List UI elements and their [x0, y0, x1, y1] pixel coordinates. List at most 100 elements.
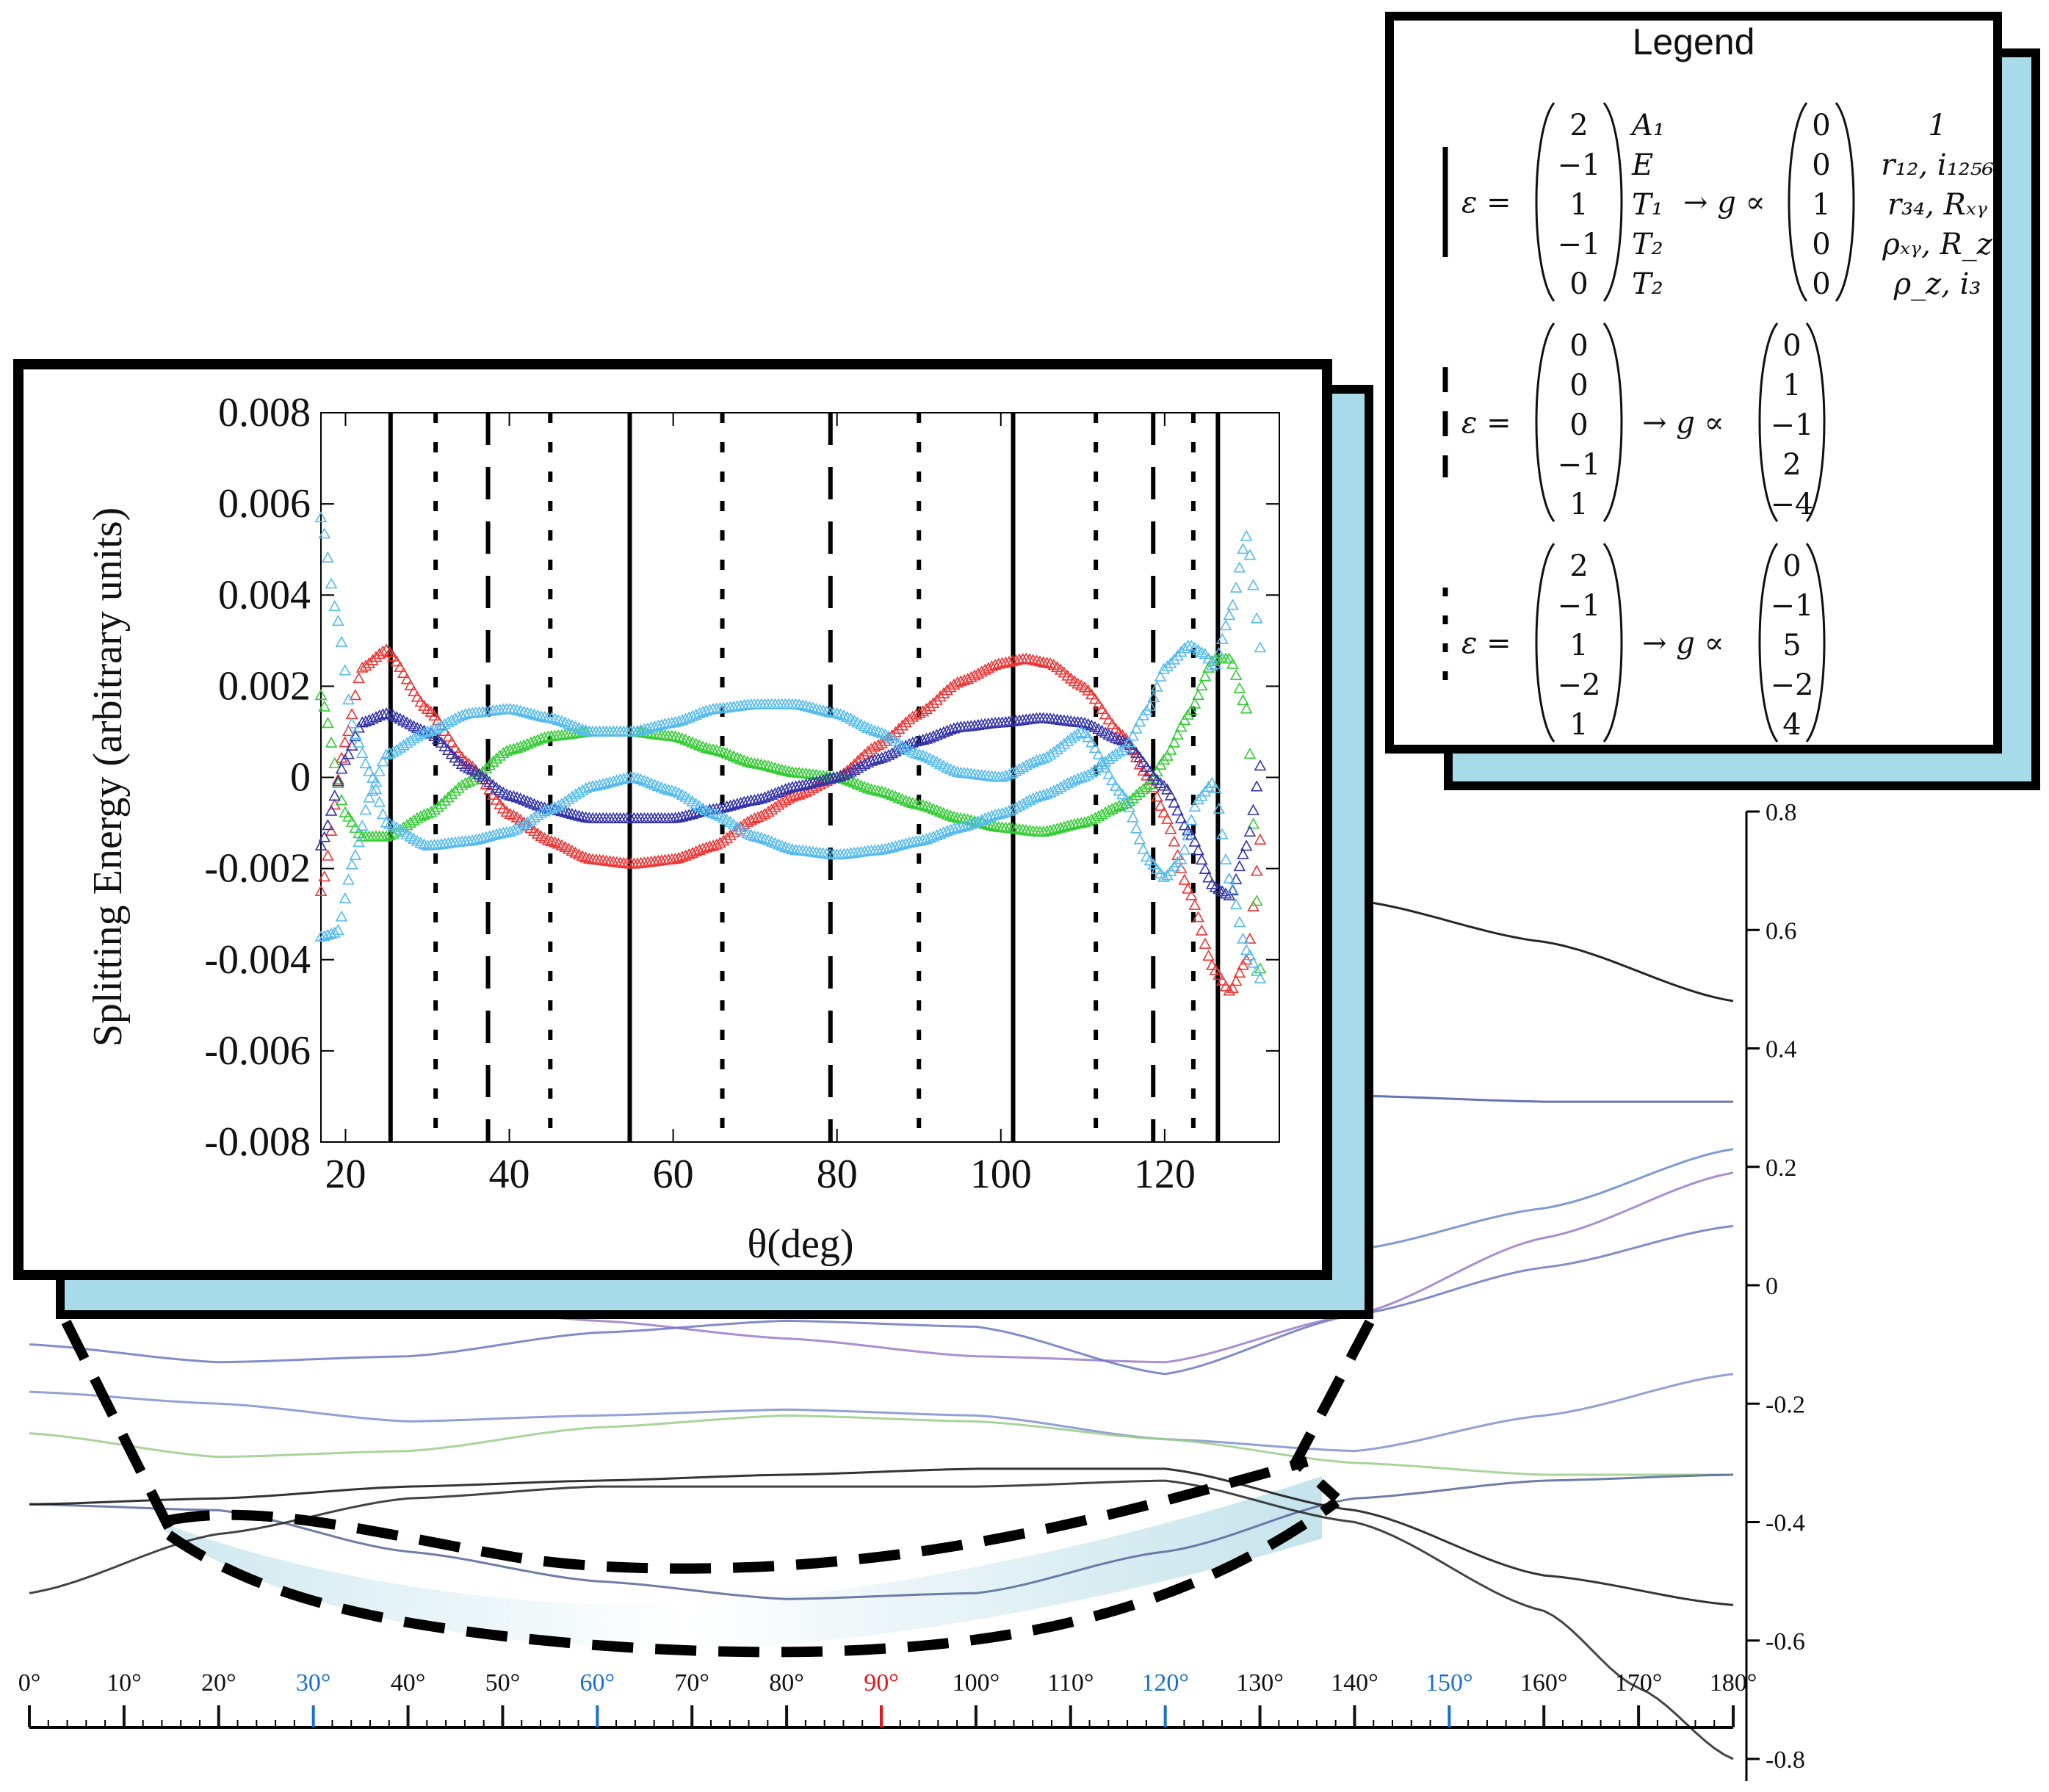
triangle-point — [1213, 968, 1226, 980]
triangle-point — [1154, 670, 1167, 682]
triangle-point — [494, 827, 506, 839]
g-component: −1 — [1771, 408, 1814, 442]
triangle-point — [552, 713, 565, 725]
triangle-point — [328, 790, 342, 801]
x-tick-label: 60 — [653, 1152, 694, 1197]
g-component: 0 — [1812, 267, 1830, 301]
triangle-point — [1216, 828, 1229, 839]
triangle-point — [545, 712, 558, 723]
triangle-point — [1102, 728, 1116, 740]
triangle-point — [1130, 722, 1143, 734]
triangle-point — [541, 834, 554, 845]
irrep-label: A₁ — [1629, 109, 1665, 142]
triangle-point — [339, 664, 352, 676]
triangle-point — [583, 852, 596, 864]
triangle-point — [1185, 814, 1198, 825]
triangle-point — [1143, 699, 1157, 711]
triangle-point — [579, 724, 593, 736]
triangle-point — [923, 801, 936, 813]
triangle-point — [800, 778, 812, 790]
triangle-point — [1223, 609, 1236, 621]
triangle-point — [1247, 956, 1260, 968]
triangle-point — [507, 703, 520, 715]
triangle-point — [635, 723, 648, 735]
g-label: r₁₂, i₁₂₅₆ — [1881, 148, 1994, 182]
ruler-tick-label: 40° — [391, 1669, 426, 1697]
triangle-point — [1188, 801, 1201, 812]
epsilon-component: −1 — [1558, 228, 1601, 261]
triangle-point — [1226, 657, 1239, 669]
triangle-point — [1168, 796, 1181, 808]
triangle-point — [1202, 871, 1215, 883]
triangle-point — [614, 773, 626, 784]
triangle-point — [1143, 765, 1157, 777]
triangle-point — [1082, 731, 1095, 743]
epsilon-component: 0 — [1569, 408, 1588, 442]
triangle-point — [1174, 720, 1188, 732]
triangle-point — [659, 782, 671, 794]
triangle-point — [1068, 817, 1081, 829]
triangle-point — [521, 795, 534, 806]
triangle-point — [414, 837, 427, 848]
triangle-point — [400, 673, 413, 684]
g-component: 4 — [1782, 708, 1801, 742]
triangle-point — [332, 775, 344, 787]
triangle-point — [1247, 579, 1260, 590]
triangle-point — [937, 806, 950, 818]
ruler-tick-label: 140° — [1331, 1669, 1378, 1697]
triangle-point — [720, 747, 734, 759]
triangle-point — [596, 778, 610, 790]
triangle-point — [1064, 818, 1077, 830]
triangle-point — [1116, 788, 1129, 800]
left-paren — [1535, 322, 1555, 522]
triangle-point — [920, 751, 933, 762]
triangle-point — [480, 762, 493, 774]
triangle-point — [910, 747, 922, 759]
x-tick-label: 120 — [1134, 1152, 1196, 1197]
triangle-point — [411, 690, 424, 702]
g-component: 5 — [1782, 629, 1801, 662]
triangle-point — [1133, 715, 1146, 727]
background-curve — [29, 1414, 1733, 1476]
triangle-point — [1243, 549, 1257, 560]
triangle-point — [1254, 972, 1267, 983]
epsilon-component: 1 — [1569, 708, 1588, 742]
triangle-point — [813, 703, 826, 715]
triangle-point — [724, 748, 737, 760]
triangle-point — [1195, 646, 1208, 657]
triangle-point — [865, 783, 878, 795]
triangle-point — [1133, 758, 1146, 770]
triangle-point — [1185, 828, 1198, 840]
triangle-point — [637, 774, 651, 786]
triangle-point — [748, 830, 761, 842]
triangle-point — [380, 707, 393, 719]
triangle-point — [359, 757, 372, 769]
triangle-point — [886, 841, 899, 853]
triangle-point — [951, 821, 964, 833]
triangle-point — [1202, 652, 1215, 664]
triangle-point — [748, 793, 761, 806]
triangle-point — [1047, 823, 1060, 835]
triangle-point — [813, 774, 826, 786]
triangle-point — [1195, 679, 1208, 691]
triangle-point — [941, 761, 953, 773]
triangle-point — [1202, 781, 1215, 792]
triangle-point — [504, 743, 517, 755]
triangle-point — [408, 684, 420, 697]
triangle-point — [1058, 737, 1071, 749]
triangle-point — [1171, 728, 1184, 740]
triangle-point — [1226, 981, 1239, 994]
right-tick-label: 0.2 — [1766, 1155, 1797, 1182]
triangle-point — [1127, 729, 1139, 741]
triangle-point — [1137, 764, 1149, 776]
triangle-point — [1164, 789, 1177, 801]
triangle-point — [438, 794, 452, 806]
triangle-point — [889, 790, 902, 802]
triangle-point — [989, 809, 1002, 820]
triangle-point — [662, 784, 675, 795]
triangle-point — [572, 809, 585, 821]
callout-left-arm — [61, 1319, 174, 1531]
inset-y-label: Splitting Energy (arbitrary units) — [85, 507, 131, 1047]
triangle-point — [1178, 713, 1191, 726]
